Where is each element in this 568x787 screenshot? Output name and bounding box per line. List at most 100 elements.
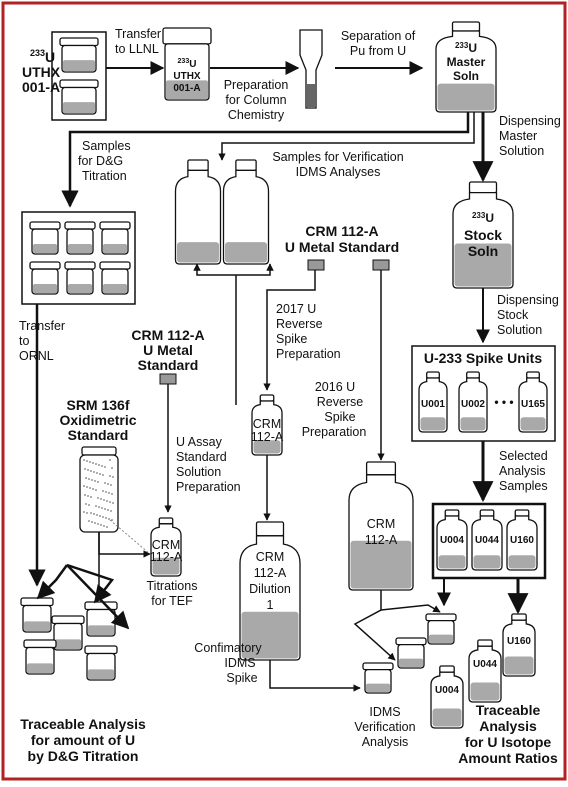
unit-u165: U165 <box>521 399 545 410</box>
dg-jar-2-lid <box>64 221 96 230</box>
srm-powder-dot <box>104 482 106 484</box>
rs2016-4: Preparation <box>302 425 367 439</box>
crm-small-2: 112-A <box>251 430 284 444</box>
srm-powder-dot <box>98 464 100 466</box>
line-srm-to-tef <box>98 532 151 558</box>
srm-powder-dot <box>100 498 102 500</box>
dg-jar-4-liquid <box>33 284 57 293</box>
idms-1: IDMS <box>369 705 400 719</box>
srm-powder-dot <box>87 469 89 471</box>
srm-powder-dot <box>92 462 94 464</box>
srm-powder-dot <box>83 459 85 461</box>
srm-powder-dot <box>91 521 93 523</box>
final-u044-liquid <box>470 682 500 701</box>
dg-jar-5-liquid <box>68 284 92 293</box>
source-jar-bottom-lid <box>59 79 99 89</box>
srm-powder-dot <box>95 463 97 465</box>
dgt-jar-3-lid <box>84 601 118 611</box>
srm-powder-dot <box>110 510 112 512</box>
crm-dilution-bottle-liquid <box>241 611 299 659</box>
srm-powder-dot <box>101 507 103 509</box>
final-u160-cap <box>511 613 527 621</box>
srm-powder-dot <box>108 492 110 494</box>
dg-jar-2-liquid <box>68 244 92 253</box>
transfer-ornl-2: to <box>19 334 29 348</box>
idms-jar-2-liquid <box>399 658 423 667</box>
srm-powder-dot <box>99 473 101 475</box>
crm-2016-bottle-cap <box>365 461 397 476</box>
srm-powder-dot <box>103 525 105 527</box>
stock-bottle-liquid <box>454 243 512 287</box>
source-label-2: UTHX <box>22 64 61 80</box>
verif-bottle-left-cap <box>187 159 209 172</box>
idms-2: Verification <box>354 720 415 734</box>
verif-bottle-left-liquid <box>177 242 219 263</box>
llnl-jar-lid <box>162 27 212 45</box>
srm-powder-dot <box>109 501 111 503</box>
master-el: U <box>468 41 477 55</box>
selected-u044-cap <box>479 509 495 517</box>
assay-1: U Assay <box>176 435 223 449</box>
dgt-jar-5-lid <box>84 645 118 655</box>
sel-1: Selected <box>499 449 548 463</box>
assay-2: Standard <box>176 450 227 464</box>
master-bottle-liquid <box>437 83 495 111</box>
rs2017-1: 2017 U <box>276 302 316 316</box>
spike-unit-u002-cap <box>466 371 480 379</box>
jar-label-2: UTHX <box>173 71 201 82</box>
source-jar-bottom-liquid <box>63 102 95 113</box>
crm-left-2: U Metal <box>143 342 193 358</box>
final-u004-cap <box>439 665 455 673</box>
sel-u004: U004 <box>440 535 464 546</box>
crm-2017-bottle-liquid <box>253 440 281 454</box>
column-resin <box>307 84 315 107</box>
dg-jar-6-lid <box>99 261 131 270</box>
srm-powder-dot <box>106 500 108 502</box>
stock-label-3: Soln <box>468 243 498 259</box>
idms-3: Analysis <box>362 735 409 749</box>
trace-dg-1: Traceable Analysis <box>20 716 146 732</box>
source-label-3: 001-A <box>22 79 60 95</box>
srm-powder-dot <box>88 504 90 506</box>
srm-powder-dot <box>111 467 113 469</box>
srm-powder-dot <box>90 470 92 472</box>
trace-dg-2: for amount of U <box>31 732 135 748</box>
srm-powder-dot <box>93 513 95 515</box>
dg-jar-1-lid <box>29 221 61 230</box>
crm-metal-piece-a <box>307 259 325 271</box>
idms-jar-2-lid <box>395 637 427 646</box>
srm-powder-dot <box>104 466 106 468</box>
srm-powder-dot <box>109 475 111 477</box>
srm-powder-dot <box>89 487 91 489</box>
sel-2: Analysis <box>499 464 546 478</box>
srm-powder-dot <box>111 519 113 521</box>
master-label-2: Master <box>447 55 486 69</box>
stock-iso: 233 <box>472 211 486 220</box>
dgt-jar-3-liquid <box>88 625 114 635</box>
dg-jar-6-liquid <box>103 284 127 293</box>
dgt-jar-2-lid <box>51 615 85 625</box>
srm-powder-dot <box>91 479 93 481</box>
dg-samples-2: for D&G <box>78 154 123 168</box>
srm-powder-dot <box>102 474 104 476</box>
srm-powder-dot <box>97 523 99 525</box>
line-dg-fork-left <box>36 564 69 600</box>
srm-powder-dot <box>111 493 113 495</box>
rs2016-1: 2016 U <box>315 380 355 394</box>
srm-powder-dot <box>95 505 97 507</box>
selected-u160-cap <box>514 509 530 517</box>
srm-powder-dot <box>102 490 104 492</box>
crm-left-1: CRM 112-A <box>131 327 204 343</box>
srm-powder-dot <box>104 508 106 510</box>
srm-powder-dot <box>88 478 90 480</box>
prep-col-1: Preparation <box>224 78 289 92</box>
srm-powder-dot <box>93 471 95 473</box>
trace-iso-1: Traceable <box>476 702 541 718</box>
rs2017-4: Preparation <box>276 347 341 361</box>
srm-powder-dot <box>85 477 87 479</box>
source-jar-top-lid <box>59 37 99 47</box>
verif-2: IDMS Analyses <box>296 165 381 179</box>
conf-1: Confimatory <box>194 641 262 655</box>
